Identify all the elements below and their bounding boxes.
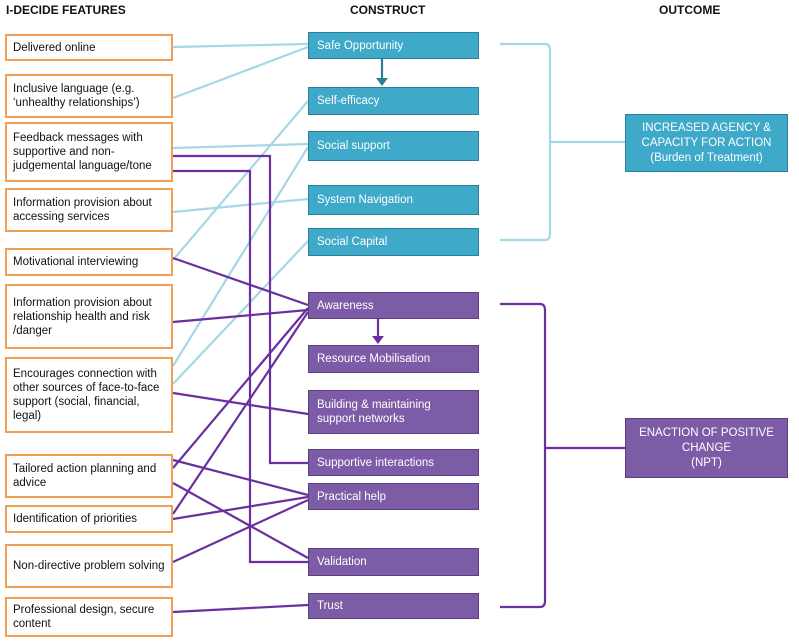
link-nondirective-practical	[172, 499, 309, 563]
feature-label: Motivational interviewing	[13, 256, 139, 268]
construct-label: Awareness	[317, 299, 374, 312]
construct-label: Resource Mobilisation	[317, 353, 431, 365]
construct-trust: Trust	[308, 593, 479, 619]
link-info-services-navigation	[172, 197, 309, 214]
construct-resource-mobilisation: Resource Mobilisation	[308, 345, 479, 373]
link-priorities-awareness	[172, 311, 309, 515]
construct-social-capital: Social Capital	[308, 228, 479, 256]
arrowhead-safe-to-selfefficacy	[376, 78, 388, 86]
construct-label: Trust	[317, 600, 343, 612]
link-mi-awareness	[172, 256, 309, 307]
link-feedback-supportive-interactions	[173, 154, 308, 465]
feature-label: Tailored action planning and advice	[13, 463, 157, 489]
construct-label: Self-efficacy	[317, 95, 380, 107]
feature-label: Non-directive problem solving	[13, 560, 165, 572]
link-mi-selfefficacy	[172, 100, 309, 261]
feature-box: Tailored action planning and advice	[5, 454, 173, 498]
construct-practical-help: Practical help	[308, 483, 479, 510]
feature-label: Information provision about relationship…	[13, 296, 152, 337]
link-inforisk-awareness	[172, 308, 309, 324]
construct-supportive-interactions: Supportive interactions	[308, 449, 479, 476]
feature-box: Encourages connection with other sources…	[5, 357, 173, 433]
header-construct: CONSTRUCT	[350, 3, 426, 17]
link-feedback-validation	[173, 169, 308, 564]
feature-box: Information provision about relationship…	[5, 284, 173, 349]
link-design-trust	[172, 603, 309, 614]
outcome-line: INCREASED AGENCY &	[642, 121, 771, 134]
feature-label: Information provision about accessing se…	[13, 197, 152, 223]
link-feedback-social-support	[172, 142, 309, 150]
construct-label: Social Capital	[317, 236, 388, 248]
construct-label: Safe Opportunity	[317, 39, 404, 52]
construct-label: Validation	[317, 556, 367, 568]
feature-box: Motivational interviewing	[5, 248, 173, 276]
construct-label: Social support	[317, 140, 390, 152]
link-connect-social-support	[172, 146, 309, 367]
outcome-enaction: ENACTION OF POSITIVE CHANGE (NPT)	[625, 418, 788, 478]
outcome-line: ENACTION OF POSITIVE	[639, 426, 774, 439]
outcome-line: CHANGE	[681, 441, 732, 454]
feature-label: Inclusive language (e.g. ‘unhealthy rela…	[13, 83, 140, 109]
feature-box: Information provision about accessing se…	[5, 188, 173, 232]
link-priorities-practical	[172, 495, 309, 521]
brace-agency	[500, 42, 625, 242]
construct-awareness: Awareness	[308, 292, 479, 319]
link-connect-social-capital	[172, 240, 309, 385]
arrowhead-awareness-to-resource	[372, 336, 384, 344]
link-tailored-validation	[172, 482, 309, 559]
brace-enaction	[500, 302, 625, 609]
construct-building-networks: Building & maintaining support networks	[308, 390, 479, 434]
construct-label: Practical help	[317, 490, 387, 503]
feature-box: Identification of priorities	[5, 505, 173, 533]
link-inclusive-safe	[172, 45, 309, 100]
construct-social-support: Social support	[308, 131, 479, 161]
outcome-line: (NPT)	[691, 456, 722, 469]
outcome-agency: INCREASED AGENCY & CAPACITY FOR ACTION (…	[625, 114, 788, 172]
header-outcome: OUTCOME	[659, 3, 721, 17]
feature-label: Professional design, secure content	[13, 604, 155, 630]
construct-system-navigation: System Navigation	[308, 185, 479, 215]
outcome-line: (Burden of Treatment)	[650, 151, 763, 164]
construct-label: Supportive interactions	[317, 456, 434, 469]
header-features: I-DECIDE FEATURES	[6, 3, 126, 17]
feature-box: Delivered online	[5, 34, 173, 61]
construct-label: System Navigation	[317, 194, 413, 206]
construct-self-efficacy: Self-efficacy	[308, 87, 479, 115]
construct-safe-opportunity: Safe Opportunity	[308, 32, 479, 59]
link-connect-building	[172, 391, 309, 416]
construct-label: Building & maintaining support networks	[317, 399, 431, 425]
link-tailored-awareness	[172, 307, 309, 469]
feature-box: Inclusive language (e.g. ‘unhealthy rela…	[5, 74, 173, 118]
feature-box: Professional design, secure content	[5, 597, 173, 637]
feature-label: Identification of priorities	[13, 513, 138, 525]
feature-box: Feedback messages with supportive and no…	[5, 122, 173, 182]
feature-label: Encourages connection with other sources…	[13, 368, 160, 422]
feature-label: Feedback messages with supportive and no…	[13, 132, 152, 172]
link-online-safe	[172, 42, 309, 49]
link-tailored-practical	[172, 458, 309, 497]
feature-label: Delivered online	[13, 41, 96, 54]
feature-box: Non-directive problem solving	[5, 544, 173, 588]
construct-validation: Validation	[308, 548, 479, 576]
outcome-line: CAPACITY FOR ACTION	[641, 136, 772, 149]
